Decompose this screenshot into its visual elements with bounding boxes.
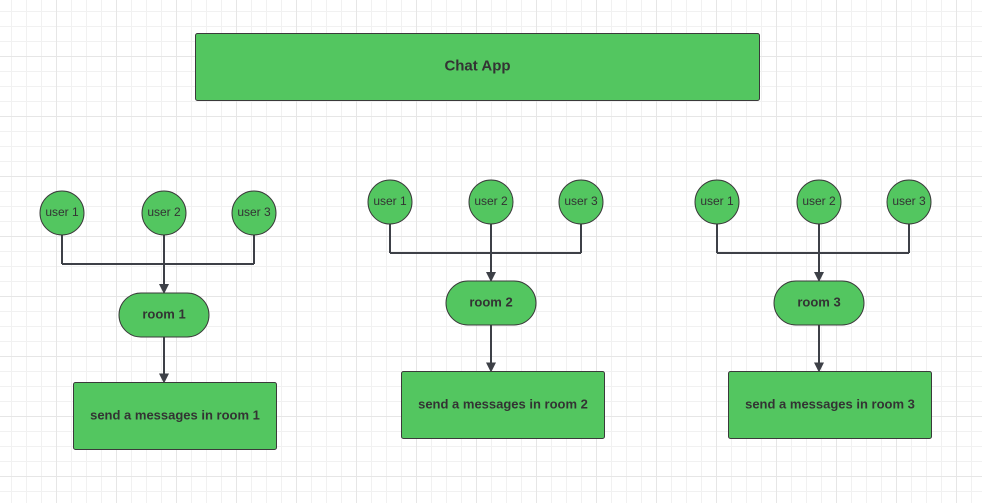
- user-circle: [694, 179, 740, 225]
- user-label: user 2: [802, 194, 836, 208]
- user-circle: [39, 190, 85, 236]
- room-shape: [445, 280, 537, 326]
- room-label: room 2: [469, 295, 512, 310]
- title-label: Chat App: [444, 58, 510, 75]
- action-box: [401, 371, 605, 439]
- room-group-3: user 1 user 2 user 3 room 3 send a messages …: [694, 179, 932, 439]
- user-circle: [796, 179, 842, 225]
- room-node[interactable]: room 3: [773, 280, 865, 326]
- user-circle: [141, 190, 187, 236]
- room-shape: [773, 280, 865, 326]
- user-node[interactable]: user 1: [39, 190, 85, 236]
- user-node[interactable]: user 1: [694, 179, 740, 225]
- action-label: send a messages in room 1: [90, 408, 260, 423]
- user-circle: [231, 190, 277, 236]
- user-label: user 1: [45, 205, 79, 219]
- user-label: user 2: [474, 194, 508, 208]
- action-node[interactable]: send a messages in room 2: [401, 371, 605, 439]
- user-label: user 3: [892, 194, 926, 208]
- user-node[interactable]: user 3: [558, 179, 604, 225]
- user-node[interactable]: user 1: [367, 179, 413, 225]
- room-group-2: user 1 user 2 user 3 room 2 send a messages …: [367, 179, 605, 439]
- user-node[interactable]: user 3: [231, 190, 277, 236]
- action-label: send a messages in room 3: [745, 397, 915, 412]
- user-label: user 3: [564, 194, 598, 208]
- user-label: user 1: [700, 194, 734, 208]
- room-groups: user 1 user 2 user 3 room 1 send a messages …: [39, 179, 932, 450]
- user-label: user 2: [147, 205, 181, 219]
- user-label: user 3: [237, 205, 271, 219]
- room-label: room 3: [797, 295, 840, 310]
- title-box: [195, 33, 760, 101]
- action-node[interactable]: send a messages in room 3: [728, 371, 932, 439]
- room-node[interactable]: room 2: [445, 280, 537, 326]
- room-label: room 1: [142, 307, 185, 322]
- user-circle: [367, 179, 413, 225]
- user-circle: [886, 179, 932, 225]
- user-connectors: [389, 224, 582, 373]
- user-node[interactable]: user 3: [886, 179, 932, 225]
- user-node[interactable]: user 2: [468, 179, 514, 225]
- action-label: send a messages in room 2: [418, 397, 588, 412]
- user-node[interactable]: user 2: [141, 190, 187, 236]
- action-box: [73, 382, 277, 450]
- user-connectors: [716, 224, 910, 373]
- user-circle: [558, 179, 604, 225]
- room-group-1: user 1 user 2 user 3 room 1 send a messages …: [39, 190, 277, 450]
- user-label: user 1: [373, 194, 407, 208]
- action-node[interactable]: send a messages in room 1: [73, 382, 277, 450]
- title-node[interactable]: Chat App: [195, 33, 760, 101]
- user-node[interactable]: user 2: [796, 179, 842, 225]
- room-node[interactable]: room 1: [118, 292, 210, 338]
- room-shape: [118, 292, 210, 338]
- user-circle: [468, 179, 514, 225]
- user-connectors: [61, 235, 255, 384]
- action-box: [728, 371, 932, 439]
